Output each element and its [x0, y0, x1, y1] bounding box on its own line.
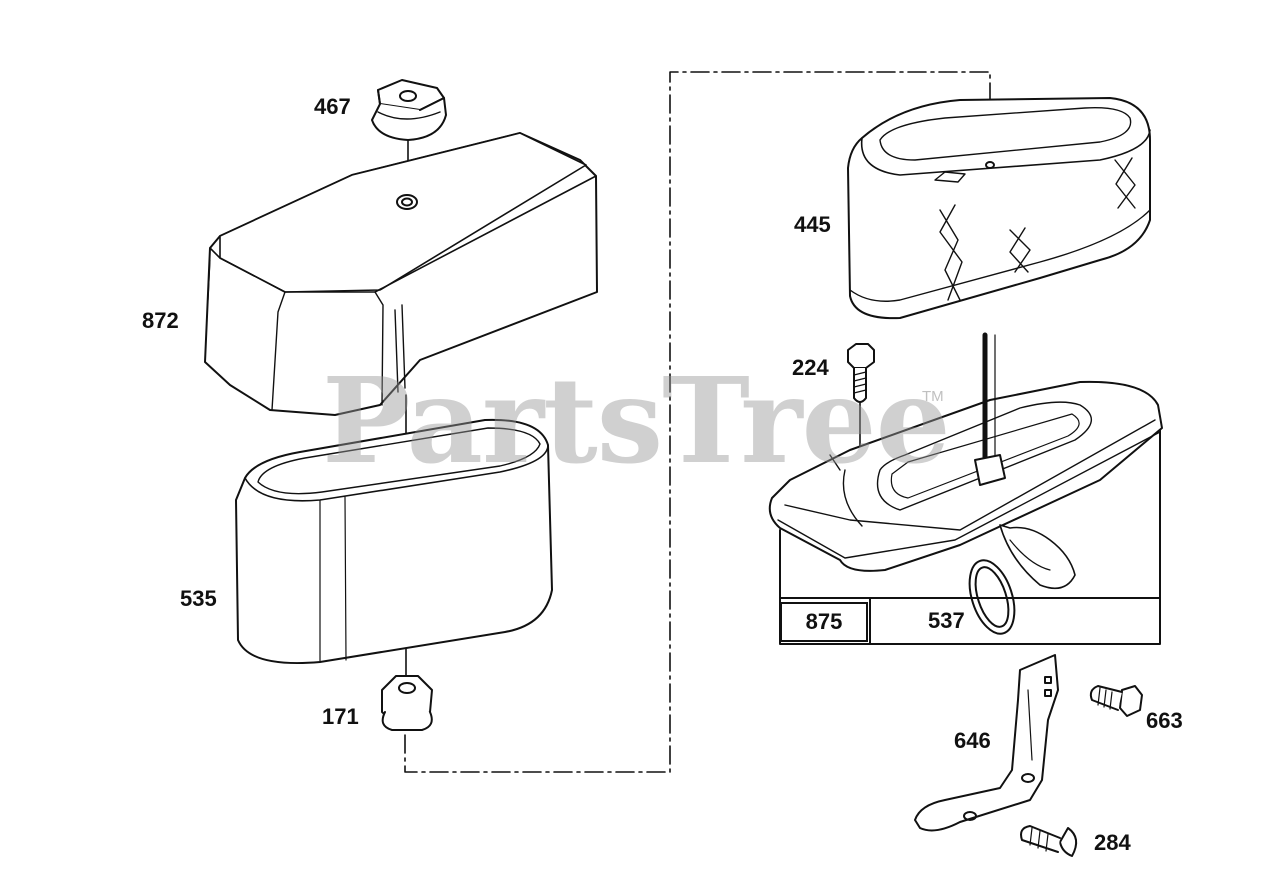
assembly-connector-line — [404, 71, 991, 773]
bracket-646 — [914, 654, 1059, 832]
prefilter-535 — [235, 418, 553, 665]
base-875 — [768, 332, 1163, 590]
part-number-875: 875 — [780, 602, 868, 642]
part-number-872: 872 — [142, 308, 179, 333]
part-number-284: 284 — [1094, 830, 1131, 855]
bolt-663 — [1089, 685, 1143, 717]
knob-467 — [371, 79, 447, 141]
trademark-mark: TM — [922, 388, 944, 405]
part-number-663: 663 — [1146, 708, 1183, 733]
part-number-171: 171 — [322, 704, 359, 729]
part-number-467: 467 — [314, 94, 351, 119]
screw-284 — [1020, 825, 1078, 857]
part-number-224: 224 — [792, 355, 829, 380]
filter-445 — [847, 97, 1151, 320]
part-number-646: 646 — [954, 728, 991, 753]
part-number-445: 445 — [794, 212, 831, 237]
part-number-535: 535 — [180, 586, 217, 611]
nut-171 — [381, 675, 433, 731]
cover-872 — [204, 132, 598, 416]
part-number-537: 537 — [928, 608, 965, 633]
bolt-224 — [847, 343, 875, 403]
